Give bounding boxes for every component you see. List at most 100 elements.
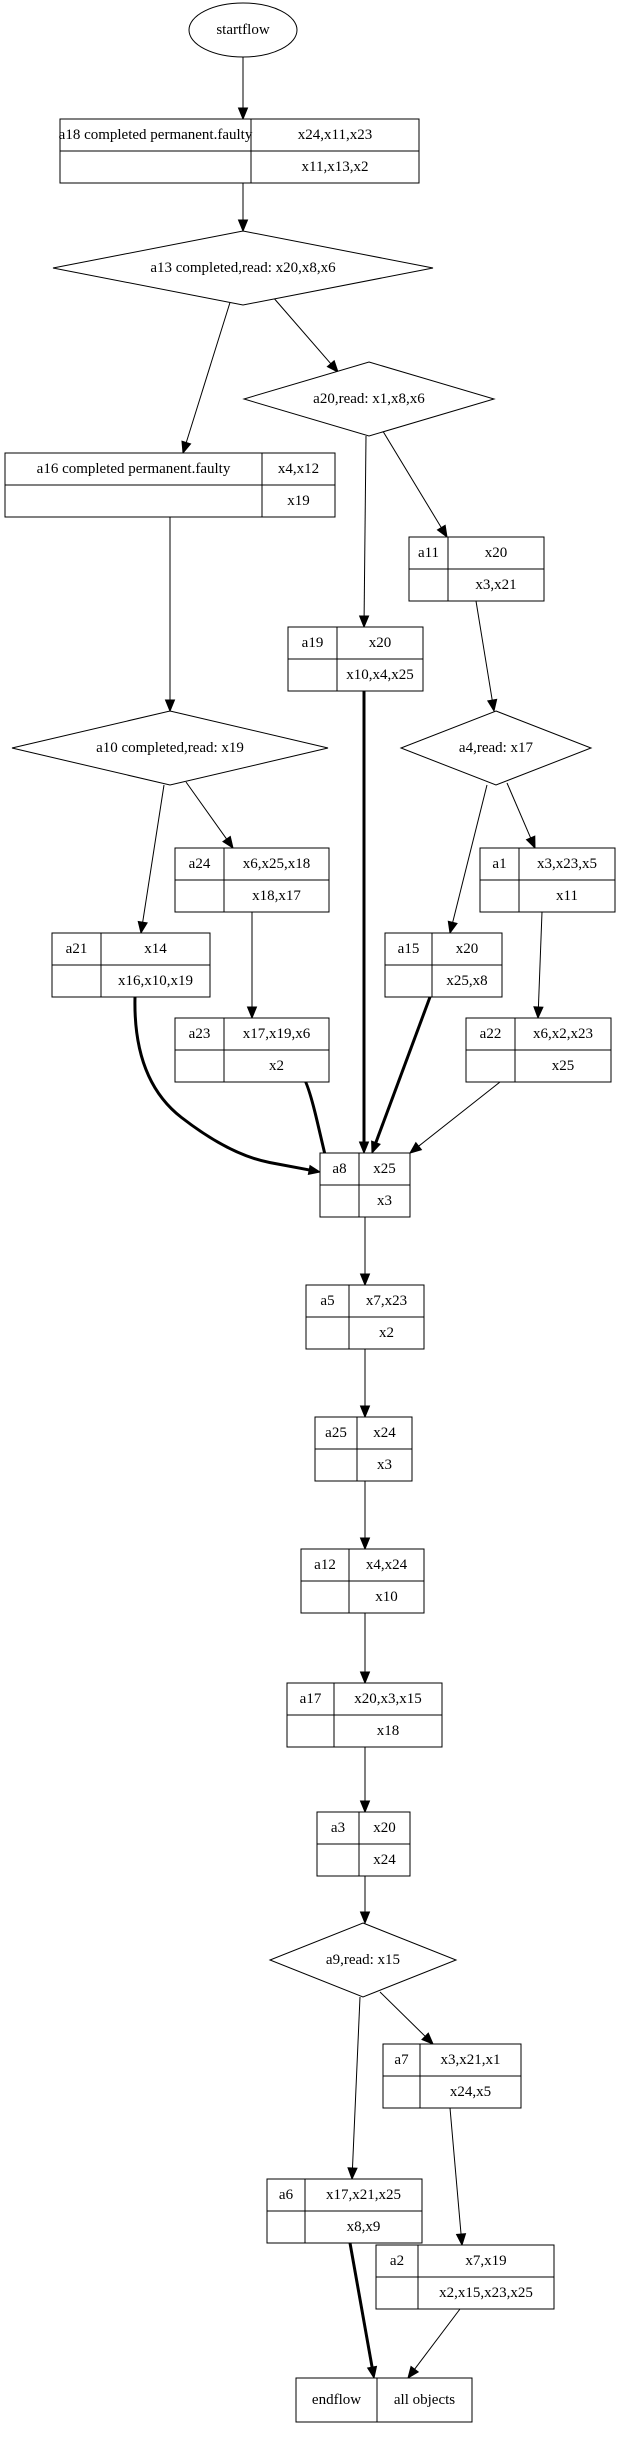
edge-line — [351, 1996, 361, 2169]
record-top-value: x3,x21,x1 — [441, 2052, 501, 2068]
record-top-value: x6,x25,x18 — [243, 856, 311, 872]
arrowhead-icon — [181, 440, 192, 455]
arrowhead-icon — [164, 699, 176, 713]
record-bottom-value: x3,x21 — [475, 577, 516, 593]
record-bottom-value: x2 — [269, 1058, 284, 1074]
edge-line — [475, 600, 493, 701]
record-name: a6 — [279, 2187, 294, 2203]
record-top-value: x20 — [369, 635, 392, 651]
record-name: a15 — [398, 941, 420, 957]
record-name: a11 — [418, 545, 439, 561]
node-startflow: startflow — [188, 2, 298, 58]
end-name: endflow — [312, 2392, 361, 2408]
arrowhead-icon — [421, 2032, 434, 2045]
end-value: all objects — [394, 2392, 455, 2408]
arrowhead-icon — [237, 107, 249, 121]
edge-a8-to-a5 — [359, 1217, 371, 1287]
record-bottom-value: x2,x15,x23,x25 — [439, 2285, 533, 2301]
node-a13: a13 completed,read: x20,x8,x6 — [52, 230, 434, 306]
edge-line — [363, 435, 367, 617]
node-label: a13 completed,read: x20,x8,x6 — [150, 260, 336, 276]
decision-diamond — [242, 361, 496, 437]
edge-a4-to-a15 — [447, 784, 488, 935]
arrowhead-icon — [359, 1405, 371, 1419]
arrowhead-icon — [436, 524, 448, 539]
record-bottom-value: x3 — [377, 1193, 392, 1209]
record-bottom-value: x16,x10,x19 — [118, 973, 193, 989]
record-bottom-value: x18,x17 — [252, 888, 301, 904]
edge-line — [185, 295, 233, 443]
edge-line — [379, 1991, 426, 2037]
edge-line — [414, 2308, 461, 2370]
edge-a10-to-a24 — [185, 781, 234, 850]
edge-line — [452, 784, 488, 923]
record-bottom-value: x10 — [375, 1589, 398, 1605]
arrowhead-icon — [486, 698, 498, 713]
record-name: a22 — [480, 1026, 502, 1042]
arrowhead-icon — [408, 1141, 423, 1154]
node-a9: a9,read: x15 — [268, 1922, 458, 1998]
record-bottom-value: x10,x4,x25 — [346, 667, 414, 683]
arrowhead-icon — [137, 920, 148, 935]
node-label: startflow — [216, 22, 269, 38]
record-bottom-value: x19 — [287, 493, 310, 509]
record-top-value: x24 — [373, 1425, 396, 1441]
record-name: a17 — [300, 1691, 322, 1707]
edge-a25-to-a12 — [359, 1481, 371, 1551]
edge-a17-to-a3 — [359, 1747, 371, 1814]
arrowhead-icon — [237, 219, 249, 233]
record-bottom-value: x24 — [373, 1852, 396, 1868]
arrowhead-icon — [525, 835, 536, 850]
arrowhead-icon — [359, 1671, 371, 1685]
record-bottom-value: x18 — [377, 1723, 400, 1739]
decision-diamond — [268, 1922, 458, 1998]
record-name: a7 — [394, 2052, 409, 2068]
record-bottom-value: x11,x13,x2 — [302, 159, 369, 175]
arrowhead-icon — [358, 1141, 370, 1155]
node-label: a20,read: x1,x8,x6 — [313, 391, 425, 407]
start-ellipse — [188, 2, 298, 58]
edge-a10-to-a21 — [137, 784, 165, 935]
arrowhead-icon — [447, 920, 458, 935]
arrowhead-icon — [407, 2365, 420, 2380]
record-top-value: x6,x2,x23 — [533, 1026, 593, 1042]
record-bottom-value: x25 — [552, 1058, 575, 1074]
record-top-value: x7,x23 — [366, 1293, 407, 1309]
arrowhead-icon — [455, 2233, 467, 2247]
arrowhead-icon — [246, 1006, 258, 1020]
record-top-value: x25 — [373, 1161, 396, 1177]
record-top-value: x20 — [456, 941, 479, 957]
decision-diamond — [11, 710, 329, 786]
edge-a1-to-a22 — [533, 911, 544, 1020]
record-top-value: x17,x21,x25 — [326, 2187, 401, 2203]
record-top-value: x7,x19 — [465, 2253, 506, 2269]
edge-a18-to-a13 — [237, 183, 249, 233]
edge-a11-to-a4 — [475, 600, 498, 713]
record-name: a8 — [332, 1161, 346, 1177]
record-top-value: x3,x23,x5 — [537, 856, 597, 872]
edge-a3-to-a9 — [359, 1876, 371, 1925]
arrowhead-icon — [366, 2365, 378, 2380]
edge-line — [185, 781, 228, 840]
edge-line — [142, 784, 165, 923]
edge-a16-to-a10 — [164, 517, 176, 713]
edge-line — [506, 782, 532, 839]
arrowhead-icon — [347, 2167, 358, 2181]
record-name: a21 — [66, 941, 88, 957]
edge-a5-to-a25 — [359, 1349, 371, 1419]
arrowhead-icon — [222, 835, 234, 850]
edge-a20-to-a11 — [380, 427, 448, 539]
node-a4: a4,read: x17 — [399, 710, 593, 786]
